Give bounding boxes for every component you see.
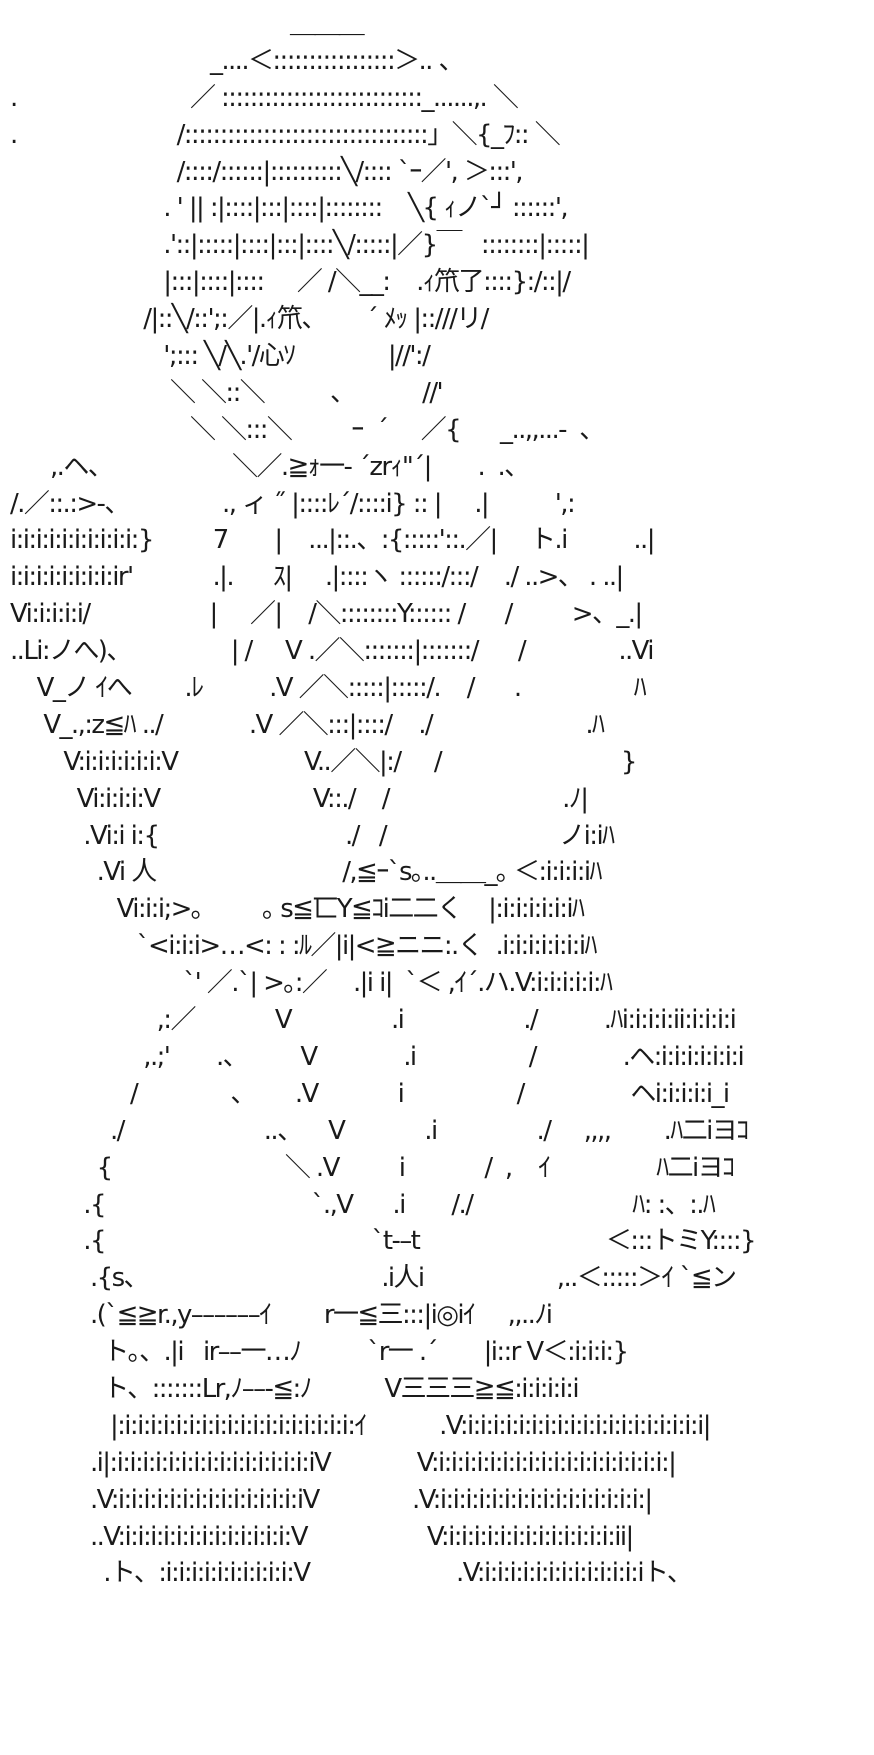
art-line: `<i:i:i>…<: : :ﾙ／|i|<≧ニニ:.く .i:i:i:i:i:i… <box>10 931 598 962</box>
ascii-art-figure: ＿＿＿ _....＜:::::::::::::::::＞.. 、. ／ ::::… <box>10 9 757 1589</box>
art-line: .(`≦≧r.,y––––––ｲ r一≦三:::|i◎iｲ ,,..ﾉi <box>10 1300 553 1331</box>
art-line: ,:／ V .i ./ .ﾊi:i:i:i:ii:i:i:i:i <box>10 1005 737 1036</box>
art-line: / 、 .V i / ヘi:i:i:i:i_i <box>10 1078 730 1109</box>
art-line: ＼ ＼::＼ ､ //' <box>10 377 444 408</box>
art-line: . ' || :|::::|:::|::::|:::::::: ╲{ ｨノ`┘ … <box>10 193 568 224</box>
art-line: V_ノ ｲへ .ﾚ .V ／＼:::::|:::::/. / . ﾊ <box>10 673 647 704</box>
art-line: ト｡、.|i ir––一…ﾉ `r一 .´ |i::r V＜:i:i:i:} <box>10 1337 629 1368</box>
art-line: .{s、 .i人i ,..＜:::::＞ｲ `≦ン <box>10 1263 737 1294</box>
art-line: .{ `t-–t ＜:::トミY::::} <box>10 1226 756 1257</box>
art-line: ＼ ＼:::＼ ｰ ´ ／{ _..,,...- 、 <box>10 414 605 445</box>
art-line: _....＜:::::::::::::::::＞.. 、 <box>10 45 465 76</box>
art-line: Vi:i:i:i:V V::./ / .ﾉ| <box>10 783 589 814</box>
art-line: .Vi:i i:{ ./ / ノi:iﾊ <box>10 820 615 851</box>
art-line: V:i:i:i:i:i:i:V V..／＼|:/ / } <box>10 746 637 777</box>
art-line: .i|:i:i:i:i:i:i:i:i:i:i:i:i:i:i:i:iV V:i… <box>10 1447 677 1478</box>
art-line: Vi:i:i;>｡ ｡ s≦匸Y≦ｺi二二く |:i:i:i:i:i:iﾊ <box>10 894 585 925</box>
art-line: /.／::.:>-、 ., ィ ˝ |::::ﾚ´/::::i} :: | .|… <box>10 488 576 519</box>
art-line: .Vi 人 /,≦ｰ`s｡..＿＿_｡ ＜:i:i:i:iﾊ <box>10 857 603 888</box>
art-line: V_.,:z≦ﾊ ../ .V ／＼:::|::::/ ./ .ﾊ <box>10 709 605 740</box>
art-line: { ＼ .V i / , ｲ ﾊ二iヨｺ <box>10 1152 735 1183</box>
art-line: ';::: ╲/╲.'/心ｿ |//':/ <box>10 341 431 372</box>
art-line: `' ／.`| >｡:／ .|i i| `＜ ,ｲ´.ハ.V:i:i:i:i:i… <box>10 968 613 999</box>
art-line: Vi:i:i:i:i/ | ／| /＼::::::::Y:::::: / / >… <box>10 599 643 630</box>
art-line: . /::::::::::::::::::::::::::::::::::」＼{… <box>10 119 561 150</box>
art-line: ＿＿＿ <box>10 9 365 39</box>
art-line: /::::/::::::|::::::::::╲/:::: `ｰ／', ＞:::… <box>10 156 524 187</box>
art-line: ,.ヘ、 ＼／.≧ｫ一- ´zrｨ"´| . .、 <box>10 451 530 482</box>
art-line: . ／ ::::::::::::::::::::::::::::_......,… <box>10 82 519 113</box>
art-line: ト、:::::::Lr,ﾉ––-≦:ﾉ V三三三≧≦:i:i:i:i:i <box>10 1373 579 1404</box>
art-line: i:i:i:i:i:i:i:i:i:i:} 7 | ...|::.、:{::::… <box>10 525 655 556</box>
art-line: ./ ..、 V .i ./ ,,,, .ﾊ二iヨｺ <box>10 1115 749 1146</box>
art-line: .ト、:i:i:i:i:i:i:i:i:i:i:V .V:i:i:i:i:i:i… <box>10 1558 693 1589</box>
art-line: .{ `.,V .i /./ ﾊ: :、:.ﾊ <box>10 1189 716 1220</box>
art-line: |:i:i:i:i:i:i:i:i:i:i:i:i:i:i:i:i:i:i:ｲ … <box>10 1410 712 1441</box>
art-line: |:::|::::|:::: ／ /＼__: .ｨ笊了::::}:/::|/ <box>10 267 571 298</box>
art-line: /|::╲/::';:／|.ｨ笊、 ´ ﾒｯ |::///リ/ <box>10 304 489 335</box>
art-line: .'::|:::::|::::|:::|::::╲/:::::|／}￣ ::::… <box>10 230 590 261</box>
art-line: i:i:i:i:i:i:i:i:ir' .|. ｽ| .|::::ヽ :::::… <box>10 562 624 593</box>
art-line: ,.;' .、 V .i / .ヘ:i:i:i:i:i:i:i <box>10 1041 744 1072</box>
art-line: .V:i:i:i:i:i:i:i:i:i:i:i:i:i:i:iV .V:i:i… <box>10 1484 653 1515</box>
art-line: ..V:i:i:i:i:i:i:i:i:i:i:i:i:i:V V:i:i:i:… <box>10 1521 634 1552</box>
art-line: ..Li:ノへ)、 | / V .／＼:::::::|:::::::/ / ..… <box>10 636 655 667</box>
